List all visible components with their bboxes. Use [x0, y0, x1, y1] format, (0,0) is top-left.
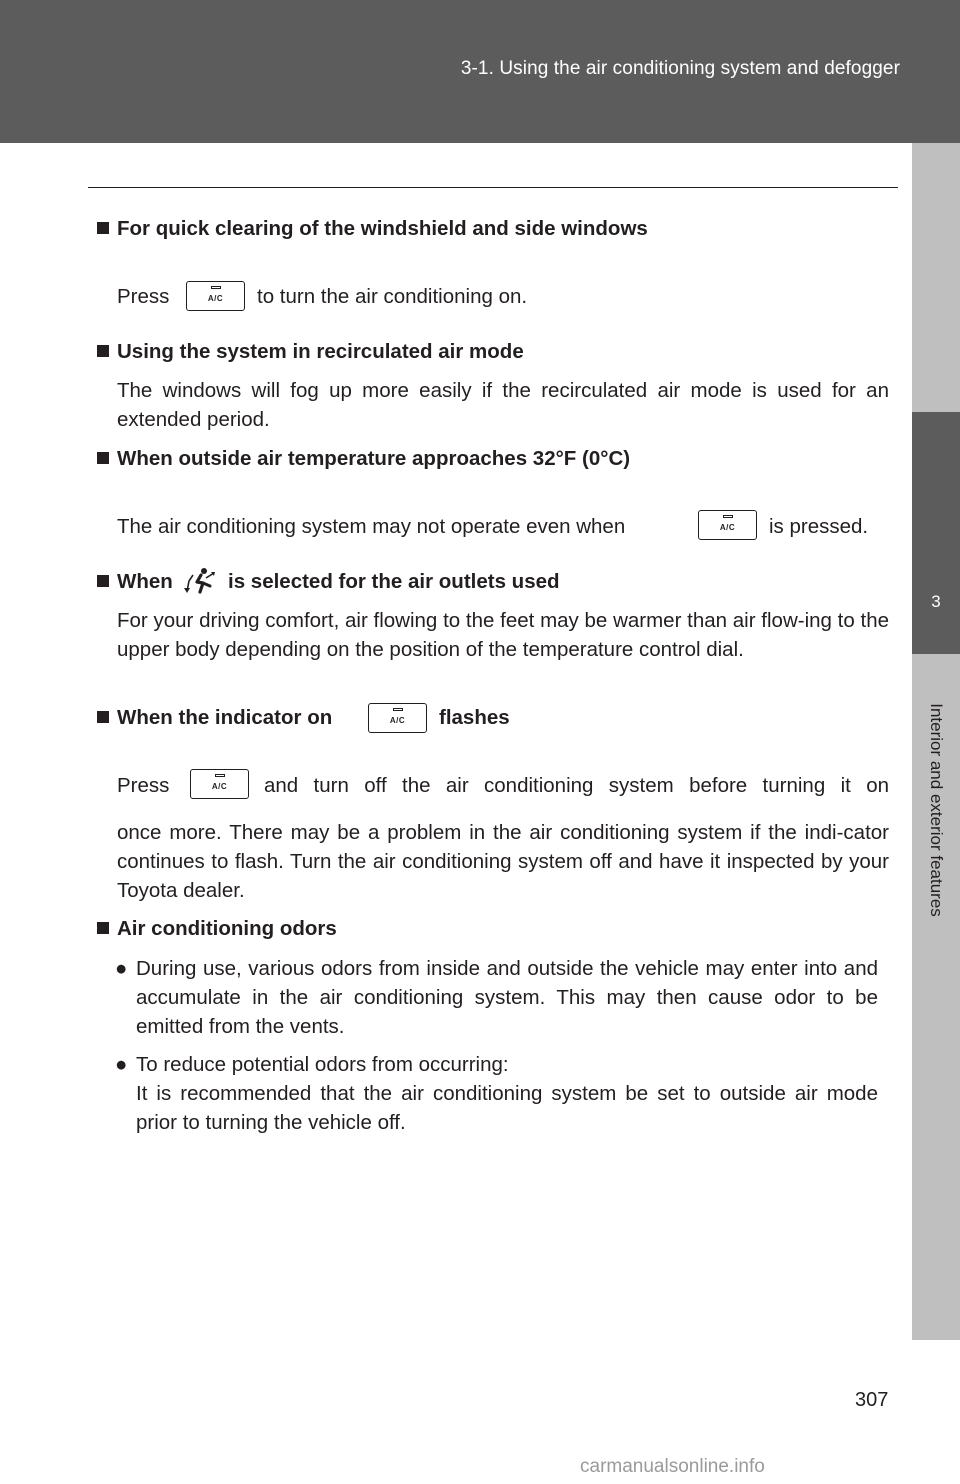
ac-indicator-icon — [211, 286, 221, 289]
paragraph-recirculated: The windows will fog up more easily if t… — [117, 379, 889, 431]
ac-button-icon: A/C — [698, 510, 757, 540]
heading-bullet-icon — [97, 452, 109, 464]
text-may-not-operate: The air conditioning system may not oper… — [117, 515, 626, 538]
ac-button-icon: A/C — [368, 703, 427, 733]
section-title: 3-1. Using the air conditioning system a… — [460, 58, 900, 79]
ac-indicator-icon — [215, 774, 225, 777]
heading-bullet-icon — [97, 345, 109, 357]
header-rule — [88, 187, 898, 188]
bullet-reduce-odors-detail: It is recommended that the air condition… — [136, 1082, 878, 1134]
heading-bullet-icon — [97, 922, 109, 934]
bullet-reduce-odors: To reduce potential odors from occurring… — [136, 1053, 509, 1076]
chapter-side-tab — [912, 143, 960, 1340]
list-bullet-icon: ● — [115, 1053, 128, 1076]
text-turn-off-ac: and turn off the air conditioning system… — [264, 774, 889, 797]
heading-recirculated: Using the system in recirculated air mod… — [97, 340, 524, 364]
text-press-2: Press — [117, 774, 170, 797]
ac-indicator-icon — [723, 515, 733, 518]
text-turn-ac-on: to turn the air conditioning on. — [257, 285, 528, 308]
text-press: Press — [117, 285, 170, 308]
paragraph-problem-ac: once more. There may be a problem in the… — [117, 821, 889, 902]
ac-button-icon: A/C — [190, 769, 249, 799]
heading-bullet-icon — [97, 711, 109, 723]
bullet-odors-accumulate: During use, various odors from inside an… — [136, 957, 878, 1038]
paragraph-feet-warmer: For your driving comfort, air flowing to… — [117, 609, 889, 661]
chapter-title: Interior and exterior features — [927, 703, 946, 917]
page-number: 307 — [855, 1389, 889, 1411]
heading-flashes: flashes — [439, 706, 510, 729]
chapter-number-tab — [912, 412, 960, 654]
heading-ac-odors: Air conditioning odors — [97, 917, 337, 941]
watermark: carmanualsonline.info — [580, 1456, 765, 1477]
ac-indicator-icon — [393, 708, 403, 711]
heading-indicator-flashes: When the indicator on — [97, 706, 332, 730]
text-is-pressed: is pressed. — [769, 515, 869, 538]
heading-outside-temp: When outside air temperature approaches … — [97, 447, 630, 471]
chapter-number: 3 — [931, 592, 941, 611]
feet-and-upper-body-vent-icon — [184, 568, 215, 594]
heading-quick-clearing: For quick clearing of the windshield and… — [97, 217, 648, 241]
heading-bullet-icon — [97, 575, 109, 587]
list-bullet-icon: ● — [115, 957, 128, 980]
heading-vent-selected: When — [97, 570, 173, 594]
heading-bullet-icon — [97, 222, 109, 234]
ac-button-icon: A/C — [186, 281, 245, 311]
heading-vent-selected-rest: is selected for the air outlets used — [228, 570, 560, 593]
page-header: 3-1. Using the air conditioning system a… — [0, 0, 960, 143]
